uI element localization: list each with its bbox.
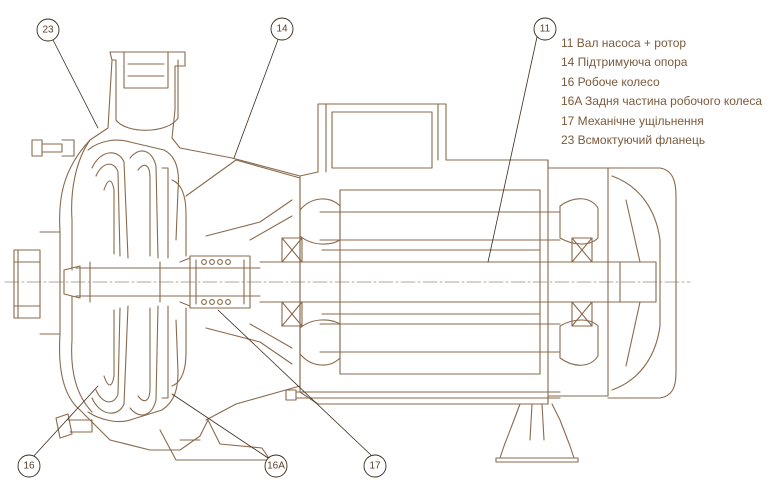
leader-lines — [31, 36, 538, 459]
svg-text:11: 11 — [540, 24, 551, 35]
legend-item-14: 14 Підтримуюча опора — [561, 55, 688, 70]
legend-item-16a: 16A Задня частина робочого колеса — [561, 94, 762, 109]
suction-flange — [13, 231, 61, 335]
fan-cover — [607, 167, 677, 399]
svg-text:14: 14 — [276, 24, 288, 35]
pump-foot — [159, 419, 271, 461]
callout-17: 17 — [363, 454, 387, 478]
legend-item-17: 17 Механічне ущільнення — [561, 113, 704, 128]
legend-item-11: 11 Вал насоса + ротор — [561, 36, 687, 50]
callout-11: 11 — [533, 17, 557, 41]
legend-item-23: 23 Всмоктуючий фланець — [561, 133, 706, 148]
impeller-back — [171, 179, 187, 387]
callout-16a: 16A — [264, 454, 288, 478]
mechanical-seal — [179, 255, 251, 309]
parts-legend: 11 Вал насоса + ротор 14 Підтримуюча опо… — [561, 34, 777, 150]
motor-foot — [495, 403, 579, 463]
impeller — [91, 150, 169, 416]
svg-text:16A: 16A — [267, 461, 285, 472]
svg-text:16: 16 — [23, 461, 35, 472]
callout-14: 14 — [270, 17, 294, 41]
svg-text:17: 17 — [369, 461, 381, 472]
bearing-support — [185, 159, 301, 421]
callout-16: 16 — [17, 454, 41, 478]
legend-item-16: 16 Робоче колесо — [561, 74, 660, 89]
svg-text:23: 23 — [42, 25, 54, 36]
motor-housing — [285, 103, 609, 405]
callout-23: 23 — [36, 18, 60, 42]
bearings — [281, 237, 593, 327]
bolts — [31, 139, 93, 439]
